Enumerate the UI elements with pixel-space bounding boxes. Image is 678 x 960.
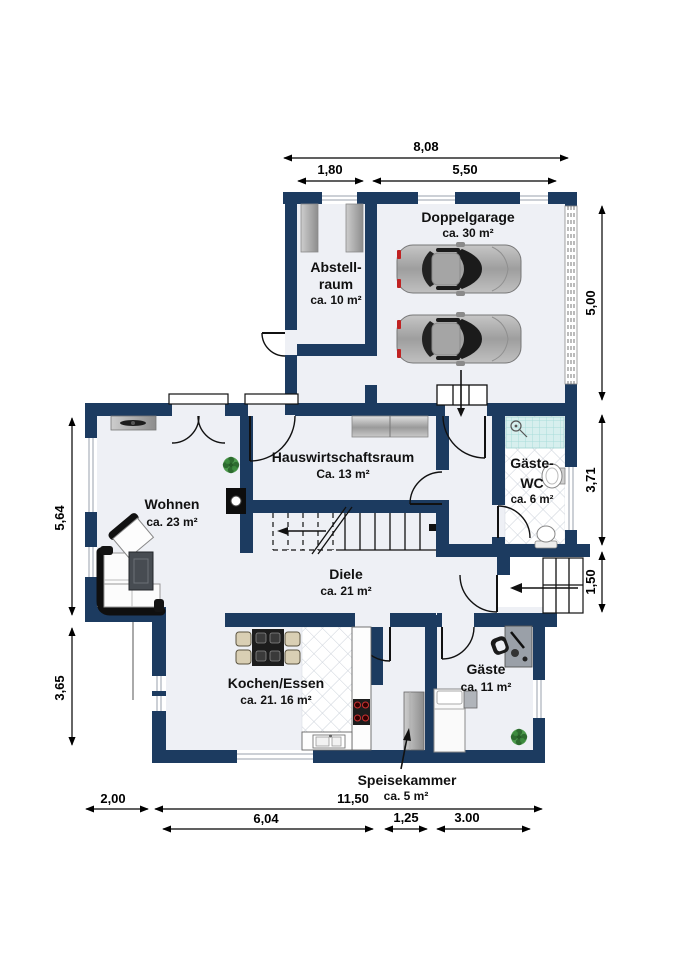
- label-abstellraum-1: Abstell-: [310, 259, 362, 275]
- garage-car-1: [396, 241, 522, 297]
- garage-steps: [436, 370, 488, 417]
- label-wohnen-area: ca. 23 m²: [146, 515, 197, 529]
- tv-sideboard: [110, 415, 157, 431]
- garage-to-hall-door: [442, 415, 486, 459]
- french-door-wohnen: [168, 393, 229, 444]
- cooktop: [353, 699, 370, 725]
- label-hwr: Hauswirtschaftsraum: [272, 449, 414, 465]
- dim-bottom-guest: 3.00: [454, 810, 479, 825]
- label-wc-area: ca. 6 m²: [511, 494, 554, 506]
- abstellraum-exterior-door: [261, 332, 286, 357]
- garage-car-2: [396, 311, 522, 367]
- label-doppelgarage: Doppelgarage: [421, 209, 515, 225]
- label-diele-area: ca. 21 m²: [320, 584, 371, 598]
- dim-left-lower: 3,65: [52, 675, 67, 700]
- dim-bottom-kitchen: 6,04: [253, 811, 279, 826]
- dim-bottom-total: 11,50: [337, 791, 369, 806]
- entry-direction-arrow: [510, 583, 578, 593]
- label-abstellraum-area: ca. 10 m²: [310, 293, 361, 307]
- shower: [505, 416, 565, 449]
- terrace-window: [237, 750, 313, 763]
- entry-steps: [542, 557, 584, 614]
- walls: [85, 192, 590, 763]
- label-wc-1: Gäste-: [510, 455, 554, 471]
- wohnen-window-large: [85, 438, 97, 512]
- corner-sofa: [96, 546, 166, 616]
- label-diele: Diele: [329, 566, 363, 582]
- label-gaeste: Gäste: [467, 661, 506, 677]
- kitchen-west-window-2: [152, 696, 166, 711]
- guest-east-window: [533, 680, 545, 718]
- armchair: [108, 513, 155, 559]
- label-speisekammer-area: ca. 5 m²: [384, 789, 429, 803]
- washer-dryer: [351, 415, 429, 438]
- dim-bottom-pantry: 1,25: [393, 810, 418, 825]
- wc-east-window: [565, 467, 577, 530]
- dim-bottom-offset: 2,00: [100, 791, 125, 806]
- room-labels: Doppelgarage ca. 30 m² Abstell- raum ca.…: [145, 209, 555, 803]
- hwr-hall-door: [409, 471, 443, 505]
- dim-right-garage: 5,00: [583, 290, 598, 315]
- garage-door: [564, 205, 578, 385]
- dim-left-wohnen: 5,64: [52, 505, 67, 531]
- wood-stove: [226, 488, 246, 514]
- label-abstellraum-2: raum: [319, 276, 353, 292]
- label-hwr-area: Ca. 13 m²: [316, 467, 369, 481]
- dim-top-right: 5,50: [452, 162, 477, 177]
- abstellraum-shelves: [300, 203, 364, 253]
- dining-table: [235, 629, 301, 666]
- staircase: [272, 506, 436, 555]
- dimension-lines: 8,08 1,80 5,50 5,00 3,71 1,50 5,64 3,65 …: [52, 139, 606, 833]
- toilet: [534, 525, 558, 549]
- label-kochen: Kochen/Essen: [228, 675, 324, 691]
- dim-top-total: 8,08: [413, 139, 438, 154]
- washbasin: [541, 463, 566, 489]
- garage-top-window-1: [322, 192, 357, 204]
- label-gaeste-area: ca. 11 m²: [461, 680, 512, 694]
- guest-room-door: [441, 626, 475, 660]
- windows: [85, 192, 577, 763]
- hwr-exterior-door: [244, 393, 299, 462]
- guest-desk-chair: [490, 636, 509, 655]
- kitchen-west-window-1: [152, 676, 166, 691]
- label-wohnen: Wohnen: [145, 496, 200, 512]
- wc-door: [497, 505, 531, 539]
- guest-bed: [433, 688, 466, 753]
- dim-top-left: 1,80: [317, 162, 342, 177]
- dim-right-wc: 3,71: [583, 467, 598, 492]
- label-speisekammer: Speisekammer: [358, 772, 457, 788]
- kitchen-sink: [312, 734, 346, 749]
- label-kochen-area: ca. 21. 16 m²: [240, 693, 311, 707]
- coffee-table: [128, 551, 154, 591]
- front-door: [459, 574, 498, 613]
- label-wc-2: WC: [520, 475, 543, 491]
- garage-top-window-2: [418, 192, 455, 204]
- wohnen-window-small: [85, 547, 97, 577]
- guest-nightstand: [463, 690, 478, 709]
- garage-top-window-3: [520, 192, 548, 204]
- label-doppelgarage-area: ca. 30 m²: [442, 226, 493, 240]
- speisekammer-pointer-arrow: [400, 728, 411, 770]
- dim-right-entry: 1,50: [583, 569, 598, 594]
- guest-desk: [504, 625, 533, 668]
